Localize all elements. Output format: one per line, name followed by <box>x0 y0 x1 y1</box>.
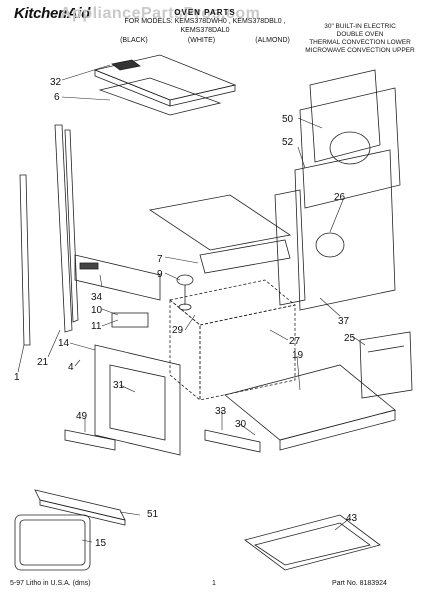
gasket-part <box>14 514 91 571</box>
callout-4: 4 <box>68 362 74 373</box>
callout-37: 37 <box>338 316 350 327</box>
inner-liner-part <box>224 364 396 451</box>
callout-26: 26 <box>334 192 346 203</box>
vertical-trim-part <box>19 174 31 346</box>
model-line: FOR MODELS: KEMS378DWH0 , KEMS378DBL0 , … <box>124 18 286 34</box>
diagram-title: OVEN PARTS <box>174 8 236 17</box>
callout-7: 7 <box>157 254 163 265</box>
callout-32: 32 <box>50 77 62 88</box>
footer-litho: 5-97 Litho in U.S.A. (dms) <box>10 580 91 587</box>
description-line-3: THERMAL CONVECTION LOWER <box>309 39 411 46</box>
callout-51: 51 <box>147 509 159 520</box>
callout-6: 6 <box>54 92 60 103</box>
color-list: (BLACK) (WHITE) (ALMOND) <box>100 36 310 45</box>
callout-50: 50 <box>282 114 294 125</box>
callout-27: 27 <box>289 336 301 347</box>
header-center: OVEN PARTS FOR MODELS: KEMS378DWH0 , KEM… <box>100 8 310 45</box>
description-line-1: 30" BUILT-IN ELECTRIC <box>324 23 396 30</box>
callout-11: 11 <box>91 321 102 332</box>
callout-33: 33 <box>215 406 227 417</box>
callout-31: 31 <box>113 380 125 391</box>
callout-10: 10 <box>91 305 103 316</box>
callout-29: 29 <box>172 325 184 336</box>
footer-part-number: Part No. 8183924 <box>332 580 387 587</box>
callout-43: 43 <box>346 513 358 524</box>
callout-1: 1 <box>14 372 20 383</box>
callout-52: 52 <box>282 137 294 148</box>
callout-25: 25 <box>344 333 356 344</box>
door-frame-part <box>94 344 181 456</box>
callout-30: 30 <box>235 419 247 430</box>
callout-49: 49 <box>76 411 88 422</box>
color-white: (WHITE) <box>187 37 216 44</box>
color-almond: (ALMOND) <box>255 37 290 44</box>
control-panel-part <box>74 254 161 328</box>
color-black: (BLACK) <box>120 37 148 44</box>
oven-box-part <box>169 279 296 401</box>
callout-14: 14 <box>58 338 70 349</box>
leader-lines <box>17 64 366 543</box>
watermark: AppliancePartsPros.com <box>60 5 261 22</box>
lower-frame-part <box>34 489 126 526</box>
drawer-front-part <box>64 429 261 453</box>
window-part <box>359 331 413 399</box>
callout-9: 9 <box>157 269 163 280</box>
callout-21: 21 <box>37 357 49 368</box>
side-rail-part <box>54 124 79 333</box>
header-description: 30" BUILT-IN ELECTRIC DOUBLE OVEN THERMA… <box>290 23 430 55</box>
oven-shelf-part <box>148 194 292 274</box>
callout-15: 15 <box>95 538 107 549</box>
rear-panel-part <box>299 69 401 209</box>
side-frame-part <box>274 149 396 311</box>
description-line-4: MICROWAVE CONVECTION UPPER <box>305 47 415 54</box>
drawer-pan-part <box>244 514 381 571</box>
description-line-2: DOUBLE OVEN <box>336 31 384 38</box>
callout-34: 34 <box>91 292 103 303</box>
callout-19: 19 <box>292 350 304 361</box>
brand-logo: KitchenAid <box>14 5 91 22</box>
top-cover-part <box>93 54 237 116</box>
fan-motor-part <box>176 274 194 311</box>
footer-page-number: 1 <box>212 580 216 587</box>
